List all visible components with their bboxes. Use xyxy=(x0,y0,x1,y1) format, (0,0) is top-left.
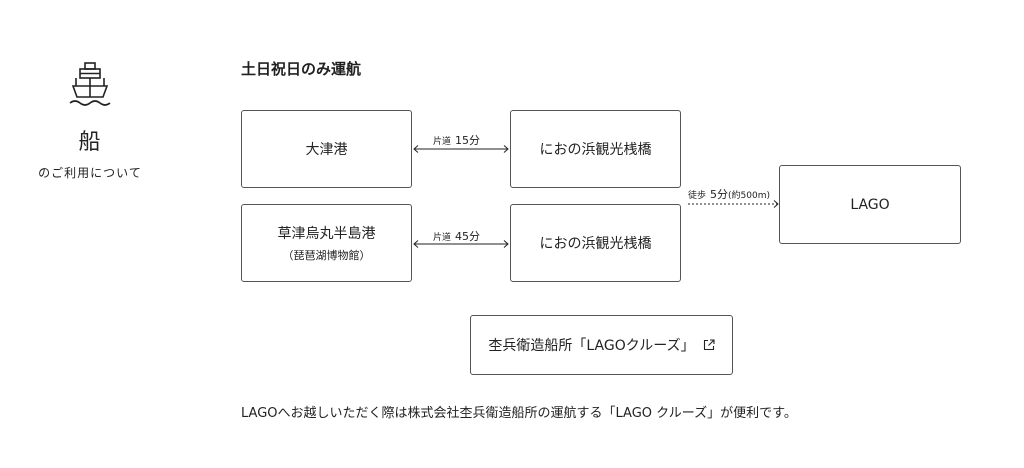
sidebar-subtitle: のご利用について xyxy=(38,166,142,180)
pier-nionohama: におの浜観光桟橋 xyxy=(510,110,681,188)
port-subname: （琵琶湖博物館） xyxy=(282,249,371,262)
destination-lago: LAGO xyxy=(779,165,961,244)
sidebar: 船 のご利用について xyxy=(0,60,180,181)
pier-name: におの浜観光桟橋 xyxy=(539,236,652,252)
note-text: LAGOへお越しいただく際は株式会社杢兵衛造船所の運航する「LAGO クルーズ」… xyxy=(241,406,797,421)
lago-cruise-link[interactable]: 杢兵衛造船所「LAGOクルーズ」 xyxy=(470,315,733,375)
ship-icon xyxy=(69,62,111,106)
section-heading: 土日祝日のみ運航 xyxy=(241,60,362,78)
pier-name: におの浜観光桟橋 xyxy=(539,142,652,158)
external-link-icon xyxy=(703,339,715,351)
dotted-arrow-icon xyxy=(688,200,779,208)
destination-name: LAGO xyxy=(850,196,890,213)
sidebar-title: 船 xyxy=(78,130,102,155)
port-name: 草津烏丸半島港 xyxy=(277,226,376,242)
port-kusatsu: 草津烏丸半島港 （琵琶湖博物館） xyxy=(241,204,412,282)
pier-nionohama: におの浜観光桟橋 xyxy=(510,204,681,282)
double-arrow-icon xyxy=(413,145,509,153)
port-name: 大津港 xyxy=(305,142,348,158)
port-otsu: 大津港 xyxy=(241,110,412,188)
double-arrow-icon xyxy=(413,240,509,248)
link-label: 杢兵衛造船所「LAGOクルーズ」 xyxy=(488,338,695,354)
